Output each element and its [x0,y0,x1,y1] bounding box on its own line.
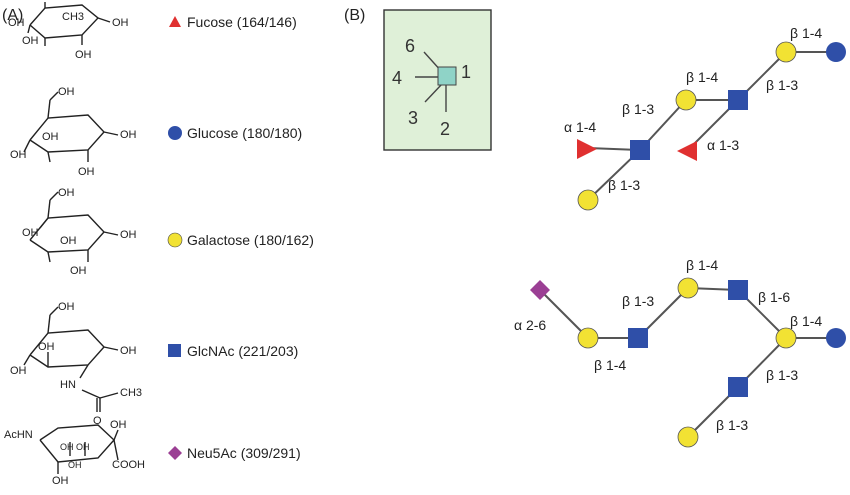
glucose-oh: OH [78,166,95,178]
galactose-circle-icon [775,327,797,349]
legend-galactose: Galactose (180/162) [187,232,314,248]
linkage-label: β 1-3 [716,417,748,433]
glcnac-structure [23,306,119,412]
glcnac-square-icon [728,377,748,397]
linkage-label: β 1-4 [594,357,626,373]
neu5ac-oh: OH [110,419,127,431]
galactose-oh: OH [58,187,75,199]
linkage-label: β 1-4 [686,69,718,85]
glcnac-oh: OH [38,341,55,353]
neu5ac-cooh: COOH [112,459,145,471]
glucose-oh: OH [120,129,137,141]
neu5ac-oh: OH [60,442,74,452]
neu5ac-structure [39,424,119,474]
linkage-label: β 1-4 [790,313,822,329]
neu5ac-diamond-icon [168,446,182,460]
fucose-triangle-icon [677,141,697,161]
glcnac-square-icon [628,328,648,348]
linkage-key-lines [415,51,447,112]
glcnac-square-icon [728,90,748,110]
key-position-6: 6 [405,36,415,56]
legend-glucose: Glucose (180/180) [187,125,302,141]
neu5ac-achn: AcHN [4,429,33,441]
glucose-circle-icon [826,42,846,62]
glcnac-square-icon [168,344,181,357]
glucose-structure [23,91,119,163]
linkage-label: α 1-3 [707,137,739,153]
legend-fucose: Fucose (164/146) [187,14,297,30]
galactose-oh: OH [22,227,39,239]
key-position-4: 4 [392,68,402,88]
glcnac-oh: OH [10,365,27,377]
glcnac-o: O [93,415,102,427]
galactose-circle-icon [167,232,183,248]
linkage-label: β 1-3 [622,293,654,309]
fucose-ch3: CH3 [62,11,84,23]
fucose-oh: OH [22,35,39,47]
fucose-structure [27,2,111,46]
neu5ac-oh: OH [68,460,82,470]
linkage-label: β 1-3 [766,367,798,383]
galactose-oh: OH [120,229,137,241]
key-position-2: 2 [440,119,450,139]
fucose-triangle-icon [577,139,597,159]
neu5ac-diamond-icon [530,280,550,300]
glucose-oh: OH [58,86,75,98]
neu5ac-oh: OH [76,442,90,452]
linkage-label: α 1-4 [564,119,596,135]
fucose-oh: OH [112,17,129,29]
glycan-bottom-bonds [539,287,836,438]
fucose-oh: OH [8,17,25,29]
glcnac-square-icon [630,140,650,160]
glcnac-square-icon [728,280,748,300]
galactose-structure [29,191,119,263]
legend-glcnac: GlcNAc (221/203) [187,343,298,359]
galactose-circle-icon [677,426,699,448]
linkage-label: β 1-6 [758,289,790,305]
key-position-1: 1 [461,62,471,82]
linkage-label: α 2-6 [514,317,546,333]
glucose-circle-icon [168,126,182,140]
panel-a-label: (A) [2,7,23,24]
fucose-oh: OH [75,49,92,61]
glucose-circle-icon [826,328,846,348]
glcnac-ch3: CH3 [120,387,142,399]
legend-neu5ac: Neu5Ac (309/291) [187,445,301,461]
neu5ac-oh: OH [52,475,69,487]
glucose-oh: OH [10,149,27,161]
galactose-circle-icon [677,277,699,299]
galactose-circle-icon [577,189,599,211]
galactose-circle-icon [675,89,697,111]
linkage-label: β 1-4 [790,25,822,41]
key-square-icon [437,66,457,86]
linkage-label: β 1-3 [766,77,798,93]
galactose-oh: OH [60,235,77,247]
galactose-circle-icon [577,327,599,349]
linkage-label: β 1-3 [608,177,640,193]
linkage-label: β 1-4 [686,257,718,273]
glcnac-nh: HN [60,379,76,391]
galactose-oh: OH [70,265,87,277]
panel-b-label: (B) [344,7,365,24]
linkage-label: β 1-3 [622,101,654,117]
key-position-3: 3 [408,108,418,128]
galactose-circle-icon [775,41,797,63]
glcnac-oh: OH [120,345,137,357]
fucose-triangle-icon [169,16,181,27]
glcnac-oh: OH [58,301,75,313]
glucose-oh: OH [42,131,59,143]
